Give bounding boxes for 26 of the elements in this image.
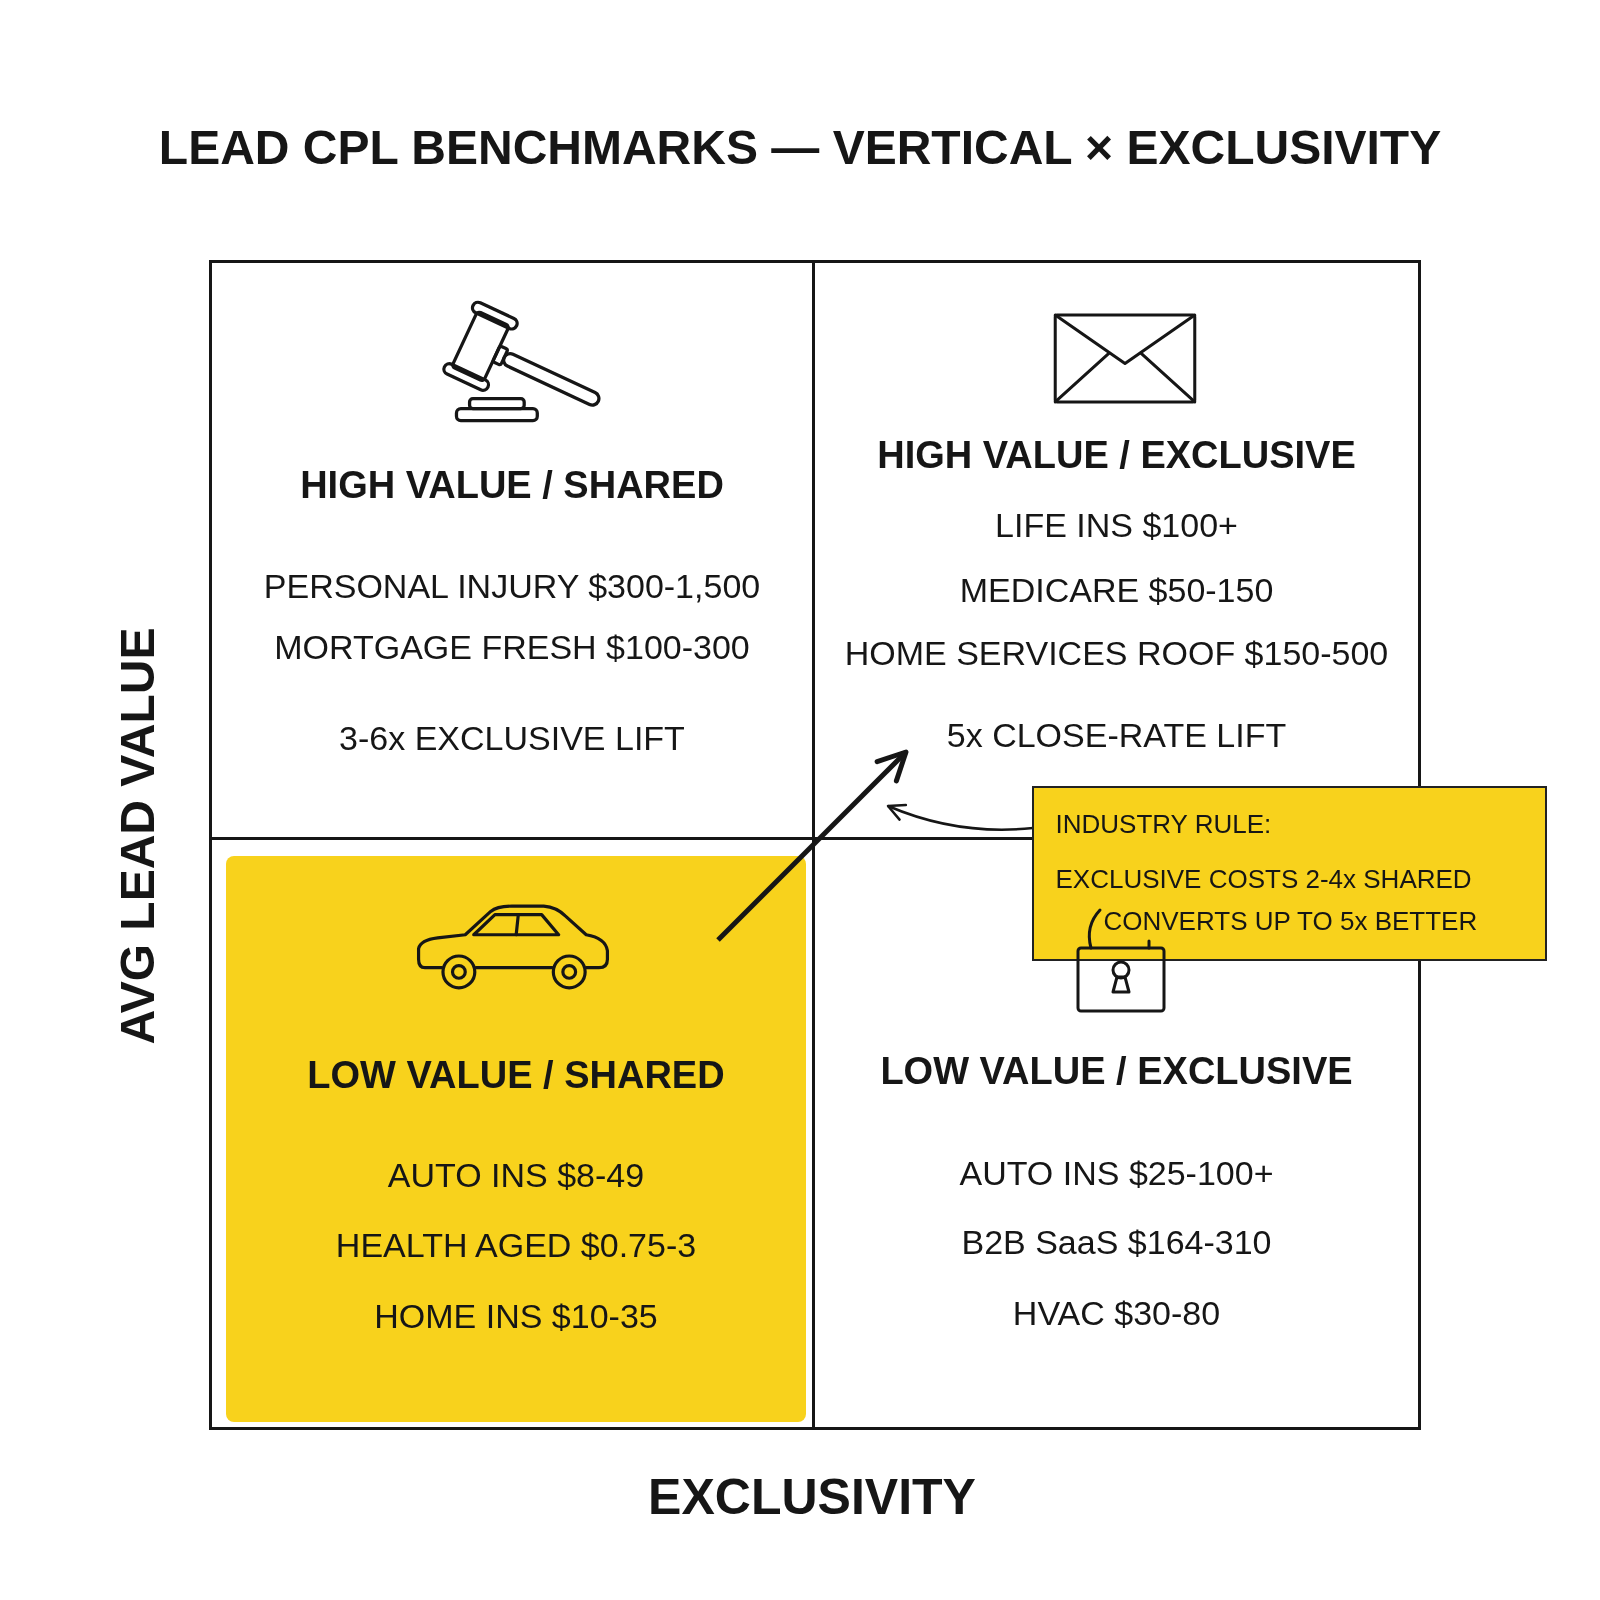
quadrant-panel	[209, 260, 815, 840]
callout-tooltip	[1032, 786, 1547, 961]
benchmark-text: MEDICARE $50-150	[959, 569, 1274, 611]
lift-note: 3-6x EXCLUSIVE LIFT	[339, 717, 685, 759]
quadrant-heading: HIGH VALUE / SHARED	[300, 463, 724, 509]
callout-heading: INDUSTRY RULE:	[1055, 808, 1272, 841]
benchmark-text: HVAC $30-80	[1012, 1292, 1221, 1334]
quadrant-heading: LOW VALUE / EXCLUSIVE	[880, 1049, 1353, 1095]
benchmark-text: PERSONAL INJURY $300-1,500	[263, 565, 761, 607]
quadrant-heading: HIGH VALUE / EXCLUSIVE	[877, 433, 1356, 479]
benchmark-text: MORTGAGE FRESH $100-300	[274, 626, 750, 668]
callout-text: CONVERTS UP TO 5x BETTER	[1103, 905, 1478, 938]
benchmark-text: HEALTH AGED $0.75-3	[335, 1224, 697, 1266]
axis-label: AVG LEAD VALUE	[110, 627, 166, 1045]
benchmark-text: HOME SERVICES ROOF $150-500	[844, 632, 1389, 674]
benchmark-text: HOME INS $10-35	[374, 1295, 658, 1337]
title: LEAD CPL BENCHMARKS — VERTICAL × EXCLUSIVITY	[158, 120, 1442, 176]
benchmark-text: B2B SaaS $164-310	[961, 1221, 1272, 1263]
benchmark-text: AUTO INS $25-100+	[959, 1152, 1274, 1194]
benchmark-text: LIFE INS $100+	[995, 504, 1238, 546]
lift-note: 5x CLOSE-RATE LIFT	[946, 714, 1287, 756]
axis-label: EXCLUSIVITY	[648, 1468, 976, 1527]
benchmark-text: AUTO INS $8-49	[387, 1154, 645, 1196]
curved-arrow	[886, 803, 1034, 831]
quadrant-heading: LOW VALUE / SHARED	[307, 1053, 725, 1099]
callout-text: EXCLUSIVE COSTS 2-4x SHARED	[1055, 863, 1472, 896]
